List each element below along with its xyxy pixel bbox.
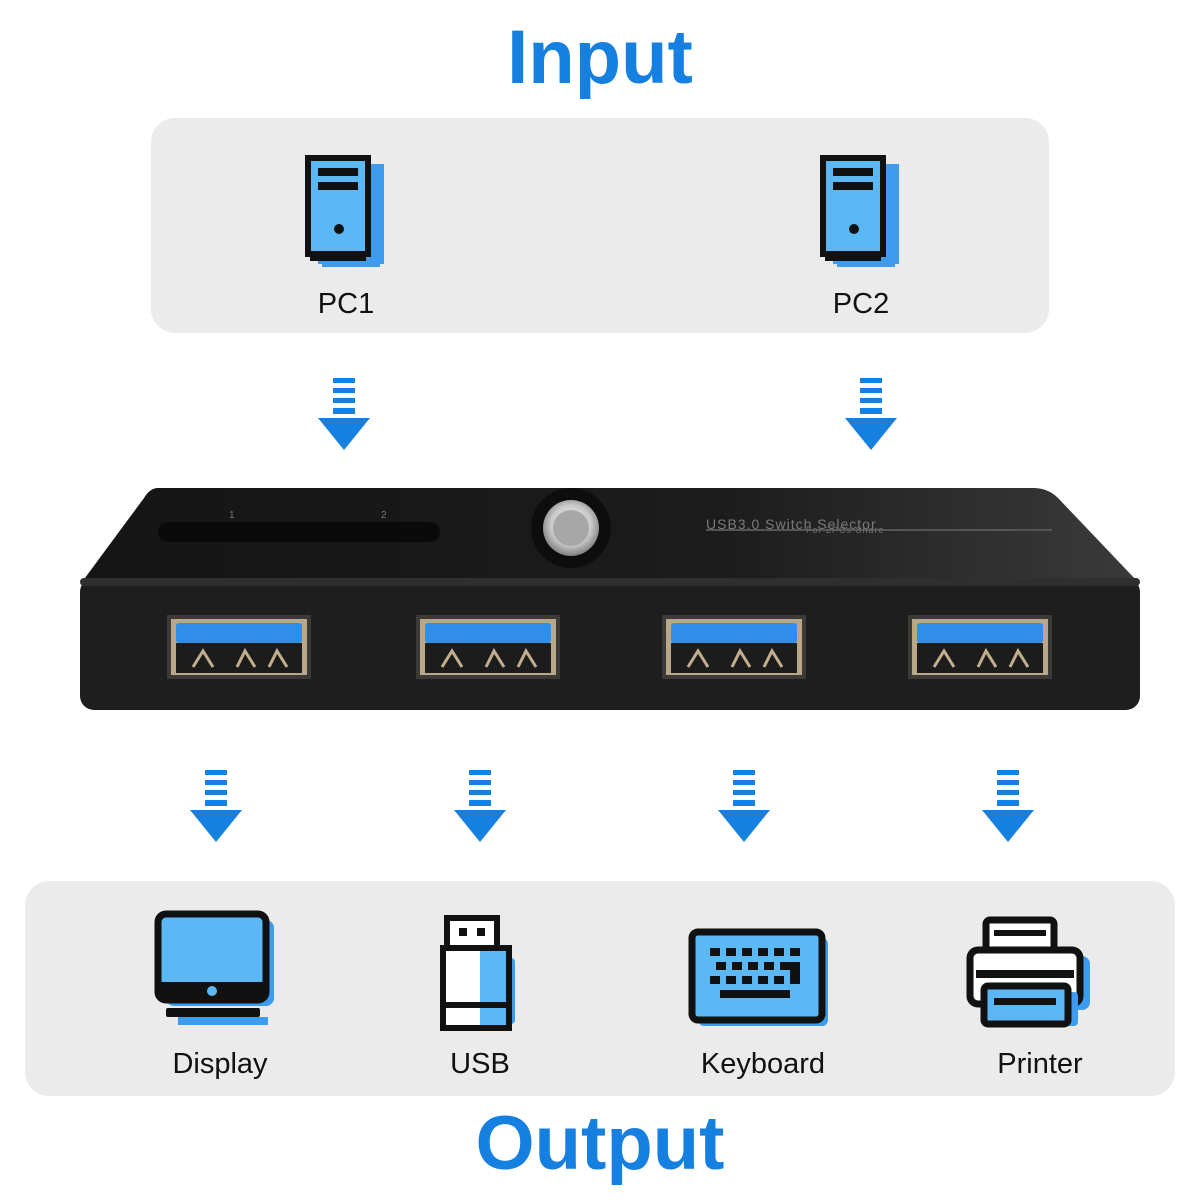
led-1-label: 1 xyxy=(229,510,235,521)
switch-title: USB3.0 Switch Selector xyxy=(706,516,877,532)
usb-switch-device xyxy=(80,488,1140,710)
printer-label: Printer xyxy=(997,1048,1083,1080)
usb-port xyxy=(416,615,560,679)
pc1-label: PC1 xyxy=(317,288,375,320)
led-2-label: 2 xyxy=(381,510,387,521)
output-heading: Output xyxy=(475,1101,725,1186)
input-panel xyxy=(151,118,1049,333)
usb-port xyxy=(908,615,1052,679)
input-heading: Input xyxy=(507,15,693,100)
down-arrow-icon xyxy=(318,378,370,450)
usb-port xyxy=(167,615,311,679)
keyboard-icon xyxy=(688,928,828,1026)
usb-drive-icon xyxy=(440,915,515,1031)
computer-tower-icon xyxy=(820,155,899,267)
usb-label: USB xyxy=(450,1048,510,1080)
down-arrow-icon xyxy=(982,770,1034,842)
switch-subtitle: For 2PCs Share xyxy=(806,525,885,535)
down-arrow-icon xyxy=(190,770,242,842)
printer-icon xyxy=(966,916,1090,1028)
down-arrow-icon xyxy=(454,770,506,842)
display-label: Display xyxy=(172,1048,268,1080)
keyboard-label: Keyboard xyxy=(700,1048,826,1080)
monitor-icon xyxy=(154,910,274,1025)
pc2-label: PC2 xyxy=(832,288,890,320)
usb-port xyxy=(662,615,806,679)
computer-tower-icon xyxy=(305,155,384,267)
down-arrow-icon xyxy=(845,378,897,450)
down-arrow-icon xyxy=(718,770,770,842)
